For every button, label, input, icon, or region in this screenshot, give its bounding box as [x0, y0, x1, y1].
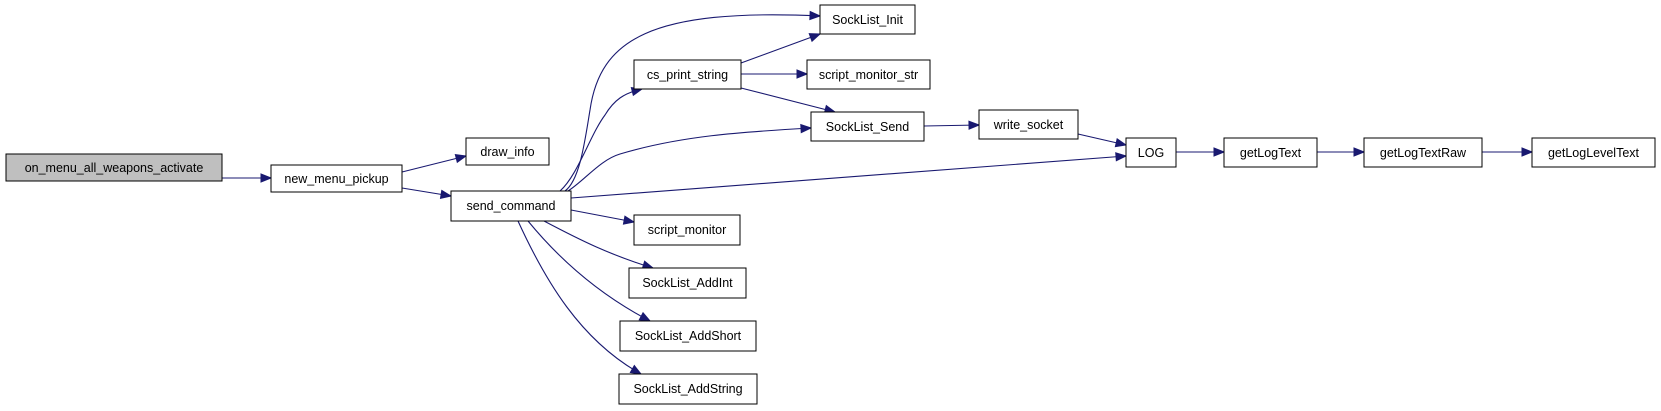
edge-cs-print-string-to-socklist-send — [740, 87, 836, 113]
node-script-monitor-str[interactable]: script_monitor_str — [806, 59, 931, 90]
node-new-menu-pickup[interactable]: new_menu_pickup — [270, 164, 403, 193]
node-on-menu-all-weapons-activate[interactable]: on_menu_all_weapons_activate — [5, 153, 223, 182]
edge-send-command-to-script-monitor — [570, 209, 635, 223]
node-write-socket[interactable]: write_socket — [978, 109, 1079, 140]
arrowhead-icon — [809, 10, 822, 21]
arrowhead-icon — [1114, 138, 1128, 148]
edge-send-command-to-log — [570, 155, 1127, 199]
node-label: send_command — [467, 199, 556, 213]
arrowhead-icon — [439, 189, 453, 199]
arrowhead-icon — [1213, 147, 1226, 157]
edge-send-command-to-socklist-addint — [543, 220, 654, 269]
node-getlogtextraw[interactable]: getLogTextRaw — [1363, 137, 1483, 168]
node-label: SockList_AddString — [633, 382, 742, 396]
arrowhead-icon — [622, 215, 636, 225]
edge-send-command-to-socklist-send — [567, 127, 812, 192]
edge-cs-print-string-to-socklist-init — [740, 33, 821, 64]
arrowhead-icon — [1353, 147, 1366, 157]
arrowhead-icon — [638, 311, 652, 322]
node-label: script_monitor — [648, 223, 727, 237]
edge-send-command-to-socklist-init — [564, 14, 821, 192]
node-socklist-addshort[interactable]: SockList_AddShort — [619, 320, 757, 352]
arrowhead-icon — [808, 33, 822, 43]
node-label: write_socket — [993, 118, 1064, 132]
node-label: getLogText — [1240, 146, 1302, 160]
node-label: new_menu_pickup — [284, 172, 388, 186]
edge-send-command-to-socklist-addstring — [517, 220, 642, 375]
node-socklist-addint[interactable]: SockList_AddInt — [628, 267, 747, 299]
arrowhead-icon — [968, 120, 981, 130]
node-log[interactable]: LOG — [1125, 137, 1177, 168]
node-label: script_monitor_str — [819, 68, 918, 82]
node-label: getLogLevelText — [1548, 146, 1640, 160]
node-label: SockList_Send — [826, 120, 909, 134]
arrowhead-icon — [454, 153, 468, 164]
node-label: cs_print_string — [647, 68, 728, 82]
node-label: on_menu_all_weapons_activate — [25, 161, 204, 175]
edge-new-menu-pickup-to-draw-info — [401, 155, 467, 173]
node-draw-info[interactable]: draw_info — [465, 137, 550, 166]
arrowhead-icon — [800, 123, 813, 134]
node-label: SockList_Init — [832, 13, 903, 27]
node-label: LOG — [1138, 146, 1164, 160]
edges-layer — [222, 10, 1534, 375]
arrowhead-icon — [629, 364, 643, 375]
node-getloglevel-text[interactable]: getLogLevelText — [1531, 137, 1656, 168]
node-script-monitor[interactable]: script_monitor — [633, 214, 741, 246]
arrowhead-icon — [1521, 147, 1534, 157]
node-getlogtext[interactable]: getLogText — [1223, 137, 1318, 168]
node-cs-print-string[interactable]: cs_print_string — [633, 59, 742, 90]
edge-send-command-to-socklist-addshort — [527, 220, 651, 322]
node-label: getLogTextRaw — [1380, 146, 1467, 160]
node-socklist-init[interactable]: SockList_Init — [819, 4, 916, 35]
arrowhead-icon — [796, 69, 809, 79]
node-socklist-send[interactable]: SockList_Send — [810, 111, 925, 142]
edge-send-command-to-cs-print-string — [559, 88, 643, 192]
nodes-layer: on_menu_all_weapons_activate new_menu_pi… — [5, 4, 1656, 405]
arrowhead-icon — [260, 173, 273, 183]
node-send-command[interactable]: send_command — [450, 190, 572, 222]
arrowhead-icon — [1115, 152, 1128, 162]
node-label: SockList_AddShort — [635, 329, 742, 343]
node-label: draw_info — [480, 145, 534, 159]
node-socklist-addstring[interactable]: SockList_AddString — [618, 373, 758, 405]
node-label: SockList_AddInt — [642, 276, 733, 290]
